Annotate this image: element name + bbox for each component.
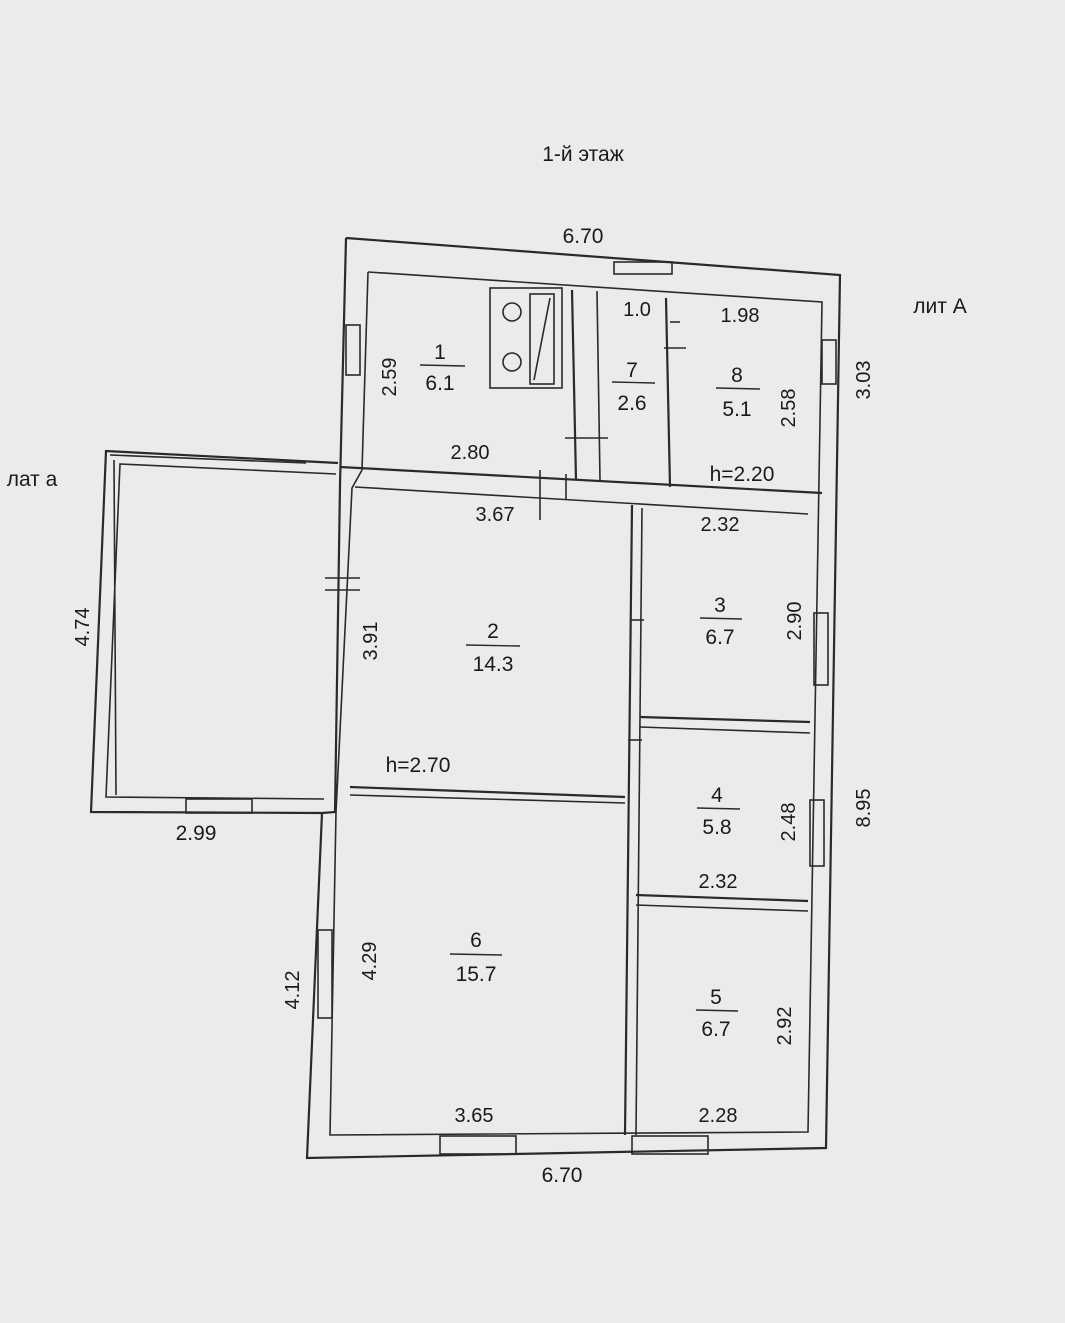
dim-room1-height: 2.59 [379, 358, 401, 397]
room-area: 6.7 [701, 1018, 730, 1041]
window-room3 [813, 612, 829, 686]
room-area: 5.1 [722, 398, 751, 421]
dim-room1-width: 2.80 [451, 442, 490, 464]
room-number: 4 [711, 784, 723, 807]
dim-room4-width: 2.32 [699, 871, 738, 893]
dim-room8-height: 2.58 [778, 389, 800, 428]
dim-top-width: 6.70 [563, 225, 604, 248]
veranda-walls [89, 449, 339, 815]
height-label-top: h=2.20 [710, 463, 775, 486]
room-number: 8 [731, 364, 743, 387]
window-room1 [345, 324, 361, 376]
room-number: 7 [626, 359, 638, 382]
dim-veranda-height: 4.74 [72, 608, 94, 647]
label-lit-A: лит А [913, 295, 966, 318]
dim-room3-width: 2.32 [701, 514, 740, 536]
door-marks [325, 321, 686, 741]
window-room6 [317, 929, 333, 1019]
room-number: 3 [714, 594, 726, 617]
dim-room3-height: 2.90 [784, 602, 806, 641]
room-7: 7 2.6 [611, 359, 656, 415]
room-number: 5 [710, 986, 722, 1009]
dim-room6-height: 4.29 [359, 942, 381, 981]
stove-icon [489, 287, 563, 389]
window-top [613, 261, 673, 275]
room-number: 6 [470, 929, 482, 952]
outer-walls [305, 236, 842, 1160]
window-bottom-right [631, 1135, 709, 1155]
dim-right-total: 8.95 [853, 789, 875, 828]
dim-room4-height: 2.48 [778, 803, 800, 842]
window-veranda-bottom [185, 798, 253, 814]
room-8: 8 5.1 [715, 364, 761, 421]
dim-room5-width: 2.28 [699, 1105, 738, 1127]
room-3: 3 6.7 [699, 594, 743, 649]
room-number: 2 [487, 620, 499, 643]
window-room4 [809, 799, 825, 867]
room-6: 6 15.7 [449, 929, 503, 986]
room-2: 2 14.3 [465, 620, 521, 676]
room-area: 2.6 [617, 392, 646, 415]
internal-walls [339, 289, 823, 1136]
room-5: 5 6.7 [695, 986, 739, 1041]
dim-room8-width: 1.98 [721, 305, 760, 327]
room-area: 15.7 [456, 963, 497, 986]
dim-right-top: 3.03 [853, 361, 875, 400]
window-room8 [821, 339, 837, 385]
room-1: 1 6.1 [419, 341, 466, 395]
dim-room7-width: 1.0 [623, 299, 651, 321]
label-lit-a: лат а [7, 468, 58, 491]
dim-veranda-width: 2.99 [176, 822, 217, 845]
room-4: 4 5.8 [696, 784, 741, 839]
room-area: 5.8 [702, 816, 731, 839]
dim-left-lower: 4.12 [282, 971, 304, 1010]
windows [185, 261, 837, 1155]
vertical-dimensions: 2.59 2.58 3.03 3.91 2.90 2.48 8.95 4.29 … [72, 358, 875, 1046]
horizontal-dimensions: 6.70 1.0 1.98 2.80 3.67 2.32 2.32 3.65 2… [176, 225, 760, 1187]
dim-room2-height: 3.91 [360, 622, 382, 661]
room-number: 1 [434, 341, 446, 364]
dim-room2-width: 3.67 [476, 504, 515, 526]
dim-room5-height: 2.92 [774, 1007, 796, 1046]
room-area: 14.3 [473, 653, 514, 676]
floor-title: 1-й этаж [542, 143, 624, 166]
window-bottom-left [439, 1135, 517, 1155]
dim-bottom-width: 6.70 [542, 1164, 583, 1187]
dim-room6-width: 3.65 [455, 1105, 494, 1127]
room-area: 6.7 [705, 626, 734, 649]
height-label-main: h=2.70 [386, 754, 451, 777]
room-area: 6.1 [425, 372, 454, 395]
